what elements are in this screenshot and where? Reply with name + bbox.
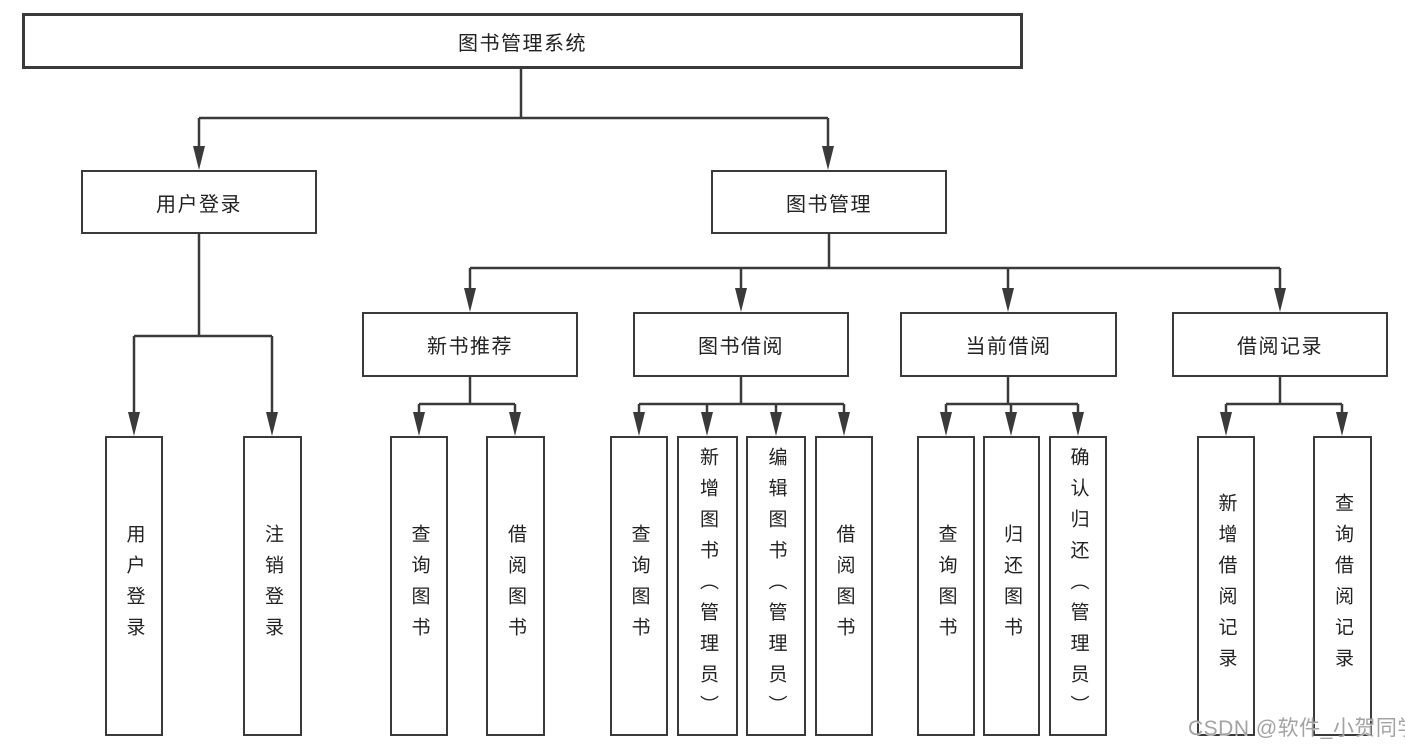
leaf-label: 归还图书	[1001, 524, 1022, 648]
connector-book-management-to-level3	[464, 234, 1286, 312]
level3-box-new-book-recommend: 新书推荐	[362, 312, 578, 377]
connector-line	[197, 69, 830, 150]
arrow-down-icon	[1220, 412, 1232, 436]
csdn-watermark: CSDN @软件_小贺同学	[1188, 717, 1405, 740]
leaf-box-add-books-admin: 新增图书（管理员）	[677, 436, 738, 736]
leaf-box-borrow-books: 借阅图书	[815, 436, 873, 736]
arrow-down-icon	[838, 412, 850, 436]
connector-book-borrow-to-leaves	[633, 377, 850, 436]
connector-line	[1224, 377, 1344, 416]
level3-label: 借阅记录	[1237, 336, 1323, 358]
level3-box-current-borrow: 当前借阅	[900, 312, 1117, 377]
leaf-label: 查询借阅记录	[1332, 493, 1353, 679]
root-label: 图书管理系统	[458, 32, 587, 55]
connector-line	[944, 377, 1080, 416]
leaf-label: 注销登录	[262, 524, 283, 648]
arrow-down-icon	[413, 412, 425, 436]
leaf-box-add-borrow-record: 新增借阅记录	[1197, 436, 1255, 736]
leaf-label: 借阅图书	[833, 524, 855, 648]
leaf-box-query-books-current: 查询图书	[917, 436, 975, 736]
level2-box-user-login: 用户登录	[81, 170, 317, 234]
arrow-down-icon	[464, 288, 476, 312]
arrow-down-icon	[193, 146, 205, 170]
arrow-down-icon	[509, 412, 521, 436]
arrow-down-icon	[770, 412, 782, 436]
level3-label: 当前借阅	[965, 336, 1052, 358]
arrow-down-icon	[1072, 412, 1084, 436]
level2-label: 图书管理	[786, 193, 872, 216]
leaf-label: 编辑图书（管理员）	[765, 446, 787, 726]
level3-label: 新书推荐	[427, 336, 513, 358]
leaf-label: 新增图书（管理员）	[697, 446, 718, 726]
arrow-down-icon	[1336, 412, 1348, 436]
leaf-box-confirm-return-admin: 确认归还（管理员）	[1049, 436, 1107, 736]
level2-label: 用户登录	[156, 193, 242, 216]
leaf-box-query-books-recommend: 查询图书	[390, 436, 448, 736]
arrow-down-icon	[1005, 412, 1017, 436]
leaf-box-return-books: 归还图书	[983, 436, 1040, 736]
arrow-down-icon	[701, 412, 713, 436]
root-box: 图书管理系统	[22, 13, 1023, 69]
leaf-box-user-login: 用户登录	[105, 436, 163, 736]
leaf-label: 查询图书	[935, 524, 957, 648]
level3-box-book-borrow: 图书借阅	[633, 312, 849, 377]
connector-new-book-to-leaves	[413, 377, 521, 436]
leaf-box-logout: 注销登录	[243, 436, 302, 736]
level2-box-book-management: 图书管理	[711, 170, 947, 234]
level3-box-borrow-records: 借阅记录	[1172, 312, 1388, 377]
connector-line	[132, 234, 274, 416]
connector-root-to-level2	[193, 69, 834, 170]
leaf-box-query-books: 查询图书	[610, 436, 668, 736]
connector-line	[417, 377, 517, 416]
leaf-label: 查询图书	[628, 524, 650, 648]
arrow-down-icon	[735, 288, 747, 312]
leaf-box-edit-books-admin: 编辑图书（管理员）	[746, 436, 806, 736]
connector-current-borrow-to-leaves	[940, 377, 1084, 436]
level3-label: 图书借阅	[698, 336, 784, 358]
arrow-down-icon	[1274, 288, 1286, 312]
connector-user-login-to-leaves	[128, 234, 278, 436]
arrow-down-icon	[940, 412, 952, 436]
arrow-down-icon	[822, 146, 834, 170]
arrow-down-icon	[266, 412, 278, 436]
connector-borrow-records-to-leaves	[1220, 377, 1348, 436]
leaf-label: 确认归还（管理员）	[1067, 446, 1089, 726]
leaf-box-borrow-books-recommend: 借阅图书	[486, 436, 545, 736]
connector-line	[637, 377, 846, 416]
leaf-label: 用户登录	[123, 524, 145, 648]
leaf-label: 借阅图书	[505, 524, 526, 648]
leaf-label: 查询图书	[408, 524, 430, 648]
connector-line	[468, 234, 1282, 292]
leaf-box-query-borrow-record: 查询借阅记录	[1313, 436, 1372, 736]
arrow-down-icon	[1002, 288, 1014, 312]
arrow-down-icon	[633, 412, 645, 436]
leaf-label: 新增借阅记录	[1215, 493, 1237, 679]
arrow-down-icon	[128, 412, 140, 436]
